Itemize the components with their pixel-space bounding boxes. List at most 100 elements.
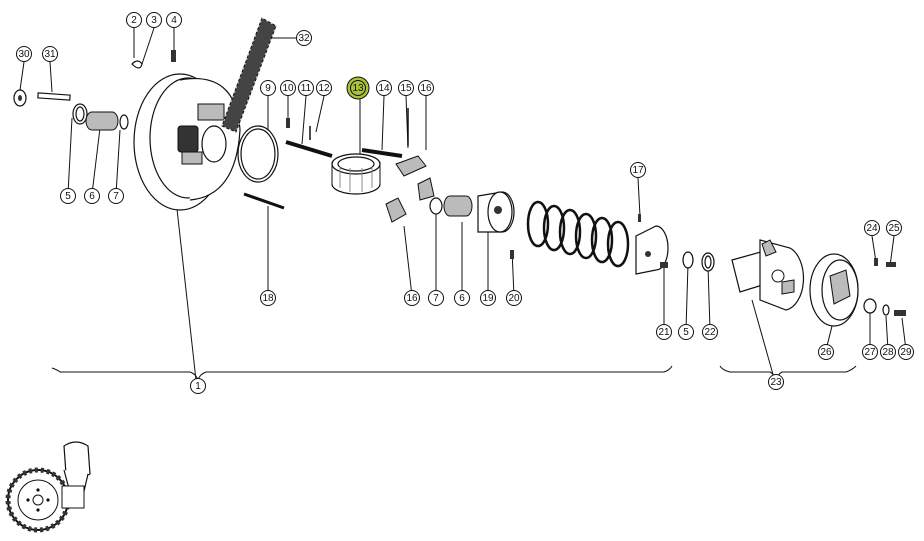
callout-23[interactable]: 23: [768, 374, 784, 390]
callout-28[interactable]: 28: [880, 344, 896, 360]
callout-1[interactable]: 1: [190, 378, 206, 394]
callout-label: 28: [882, 347, 894, 358]
callout-label: 12: [318, 83, 330, 94]
callout-7[interactable]: 7: [428, 290, 444, 306]
callout-16[interactable]: 16: [404, 290, 420, 306]
callout-16[interactable]: 16: [418, 80, 434, 96]
callout-27[interactable]: 27: [862, 344, 878, 360]
callout-label: 4: [171, 15, 177, 26]
callout-label: 10: [282, 83, 294, 94]
inset-wheel-hub: [32, 494, 44, 506]
bolt-25: [886, 262, 896, 267]
rod-18: [243, 192, 285, 210]
callout-2[interactable]: 2: [126, 12, 142, 28]
callout-9[interactable]: 9: [260, 80, 276, 96]
callout-24[interactable]: 24: [864, 220, 880, 236]
callout-6[interactable]: 6: [84, 188, 100, 204]
callout-label: 9: [265, 83, 271, 94]
callout-label: 11: [301, 83, 312, 94]
callout-bubble: [376, 80, 392, 96]
callout-bubble: [84, 188, 100, 204]
callout-bubble: [864, 220, 880, 236]
callout-bubble: [296, 30, 312, 46]
callout-label: 7: [113, 191, 119, 202]
cam-19-hole: [494, 206, 502, 214]
callout-21[interactable]: 21: [656, 324, 672, 340]
callout-bubble: [418, 80, 434, 96]
callout-label: 20: [508, 293, 520, 304]
callout-18[interactable]: 18: [260, 290, 276, 306]
callout-bubble: [42, 46, 58, 62]
callout-7[interactable]: 7: [108, 188, 124, 204]
pulley-hub-bore: [201, 125, 227, 163]
pulley-hub-top: [197, 103, 225, 121]
callout-bubble: [506, 290, 522, 306]
sleeve-13-bore: [337, 156, 375, 172]
clip-3: [131, 60, 143, 69]
ring-7-right: [429, 197, 443, 215]
callout-13[interactable]: 13: [346, 76, 370, 100]
callout-bubble: [480, 290, 496, 306]
screw-10: [286, 118, 290, 128]
callout-6[interactable]: 6: [454, 290, 470, 306]
callout-bubble: [16, 46, 32, 62]
callout-label: 19: [482, 293, 494, 304]
callout-label: 7: [433, 293, 439, 304]
callout-3[interactable]: 3: [146, 12, 162, 28]
callout-bubble: [316, 80, 332, 96]
callout-25[interactable]: 25: [886, 220, 902, 236]
callout-22[interactable]: 22: [702, 324, 718, 340]
ring-5-left-inner: [75, 106, 85, 122]
callout-5[interactable]: 5: [678, 324, 694, 340]
callout-bubble: [886, 220, 902, 236]
ring-7-left: [119, 114, 129, 130]
screw-21: [660, 262, 668, 268]
callout-31[interactable]: 31: [42, 46, 58, 62]
callout-label: 3: [151, 15, 157, 26]
washer-5-right: [682, 251, 694, 269]
callout-26[interactable]: 26: [818, 344, 834, 360]
callout-5[interactable]: 5: [60, 188, 76, 204]
callout-bubble: [818, 344, 834, 360]
callout-bubble: [260, 80, 276, 96]
parts: [13, 17, 906, 327]
callout-label: 24: [866, 223, 878, 234]
callout-label: 1: [195, 381, 201, 392]
pin-17: [638, 214, 641, 222]
key-11: [285, 140, 333, 158]
callout-15[interactable]: 15: [398, 80, 414, 96]
callout-bubble: [108, 188, 124, 204]
callout-10[interactable]: 10: [280, 80, 296, 96]
inset-thumbnail: [5, 441, 91, 533]
callout-label: 16: [406, 293, 418, 304]
callout-bubble: [702, 324, 718, 340]
belt-32-teeth: [221, 17, 277, 133]
callout-29[interactable]: 29: [898, 344, 914, 360]
callout-label: 29: [900, 347, 912, 358]
callout-label: 30: [18, 49, 30, 60]
pin-31: [37, 92, 71, 101]
callout-bubble: [166, 12, 182, 28]
callout-32[interactable]: 32: [296, 30, 312, 46]
bolt-29: [894, 310, 906, 316]
callout-4[interactable]: 4: [166, 12, 182, 28]
pin-20: [510, 250, 514, 259]
callout-30[interactable]: 30: [16, 46, 32, 62]
callout-label: 17: [632, 165, 644, 176]
callout-11[interactable]: 11: [298, 80, 314, 96]
callout-label: 26: [820, 347, 832, 358]
callout-bubble: [768, 374, 784, 390]
callout-20[interactable]: 20: [506, 290, 522, 306]
callout-bubble: [146, 12, 162, 28]
callout-label: 2: [131, 15, 137, 26]
shoe-16-low: [385, 197, 407, 223]
spring: [526, 200, 630, 268]
callout-bubble: [678, 324, 694, 340]
callout-14[interactable]: 14: [376, 80, 392, 96]
callout-label: 13: [352, 83, 364, 94]
callout-17[interactable]: 17: [630, 162, 646, 178]
callout-19[interactable]: 19: [480, 290, 496, 306]
callout-bubble: [190, 378, 206, 394]
callout-12[interactable]: 12: [316, 80, 332, 96]
